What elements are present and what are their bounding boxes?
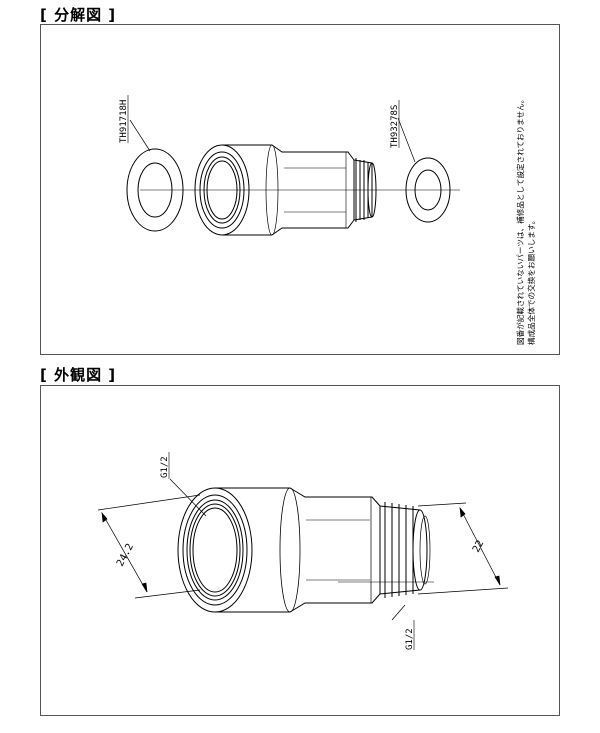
leader-left: [129, 119, 151, 152]
exploded-view-frame: [40, 24, 560, 355]
part-label-left: TH91718H: [119, 100, 129, 143]
thread-label-bottom: G1/2: [405, 628, 415, 650]
leader-thread-top: [169, 478, 207, 517]
leader-thread-bottom: [391, 604, 406, 621]
exploded-drawing: [126, 117, 460, 236]
leader-right: [397, 117, 416, 163]
right-washer: [405, 157, 451, 223]
fitting-body-exploded: [194, 144, 377, 236]
exterior-drawing: [97, 478, 509, 621]
part-label-right: TH93278S: [390, 105, 400, 148]
exterior-view-title: [ 外観図 ]: [40, 366, 117, 384]
exploded-view-title: [ 分解図 ]: [40, 6, 117, 24]
exterior-view-frame: [40, 385, 560, 716]
dimension-left-value: 24.2: [115, 542, 136, 568]
exploded-note-line1: 図番が記載されていないパーツは、補修品として設定されておりません。: [515, 96, 525, 345]
dimension-left: [97, 494, 201, 599]
dimension-right: [417, 502, 509, 595]
thread-label-top: G1/2: [160, 456, 170, 478]
exploded-note-line2: 構成品全体での交換をお願いします。: [526, 217, 536, 345]
left-washer: [126, 148, 184, 232]
dimension-right-value: 22: [471, 539, 486, 555]
fitting-front-rings: [177, 487, 253, 613]
